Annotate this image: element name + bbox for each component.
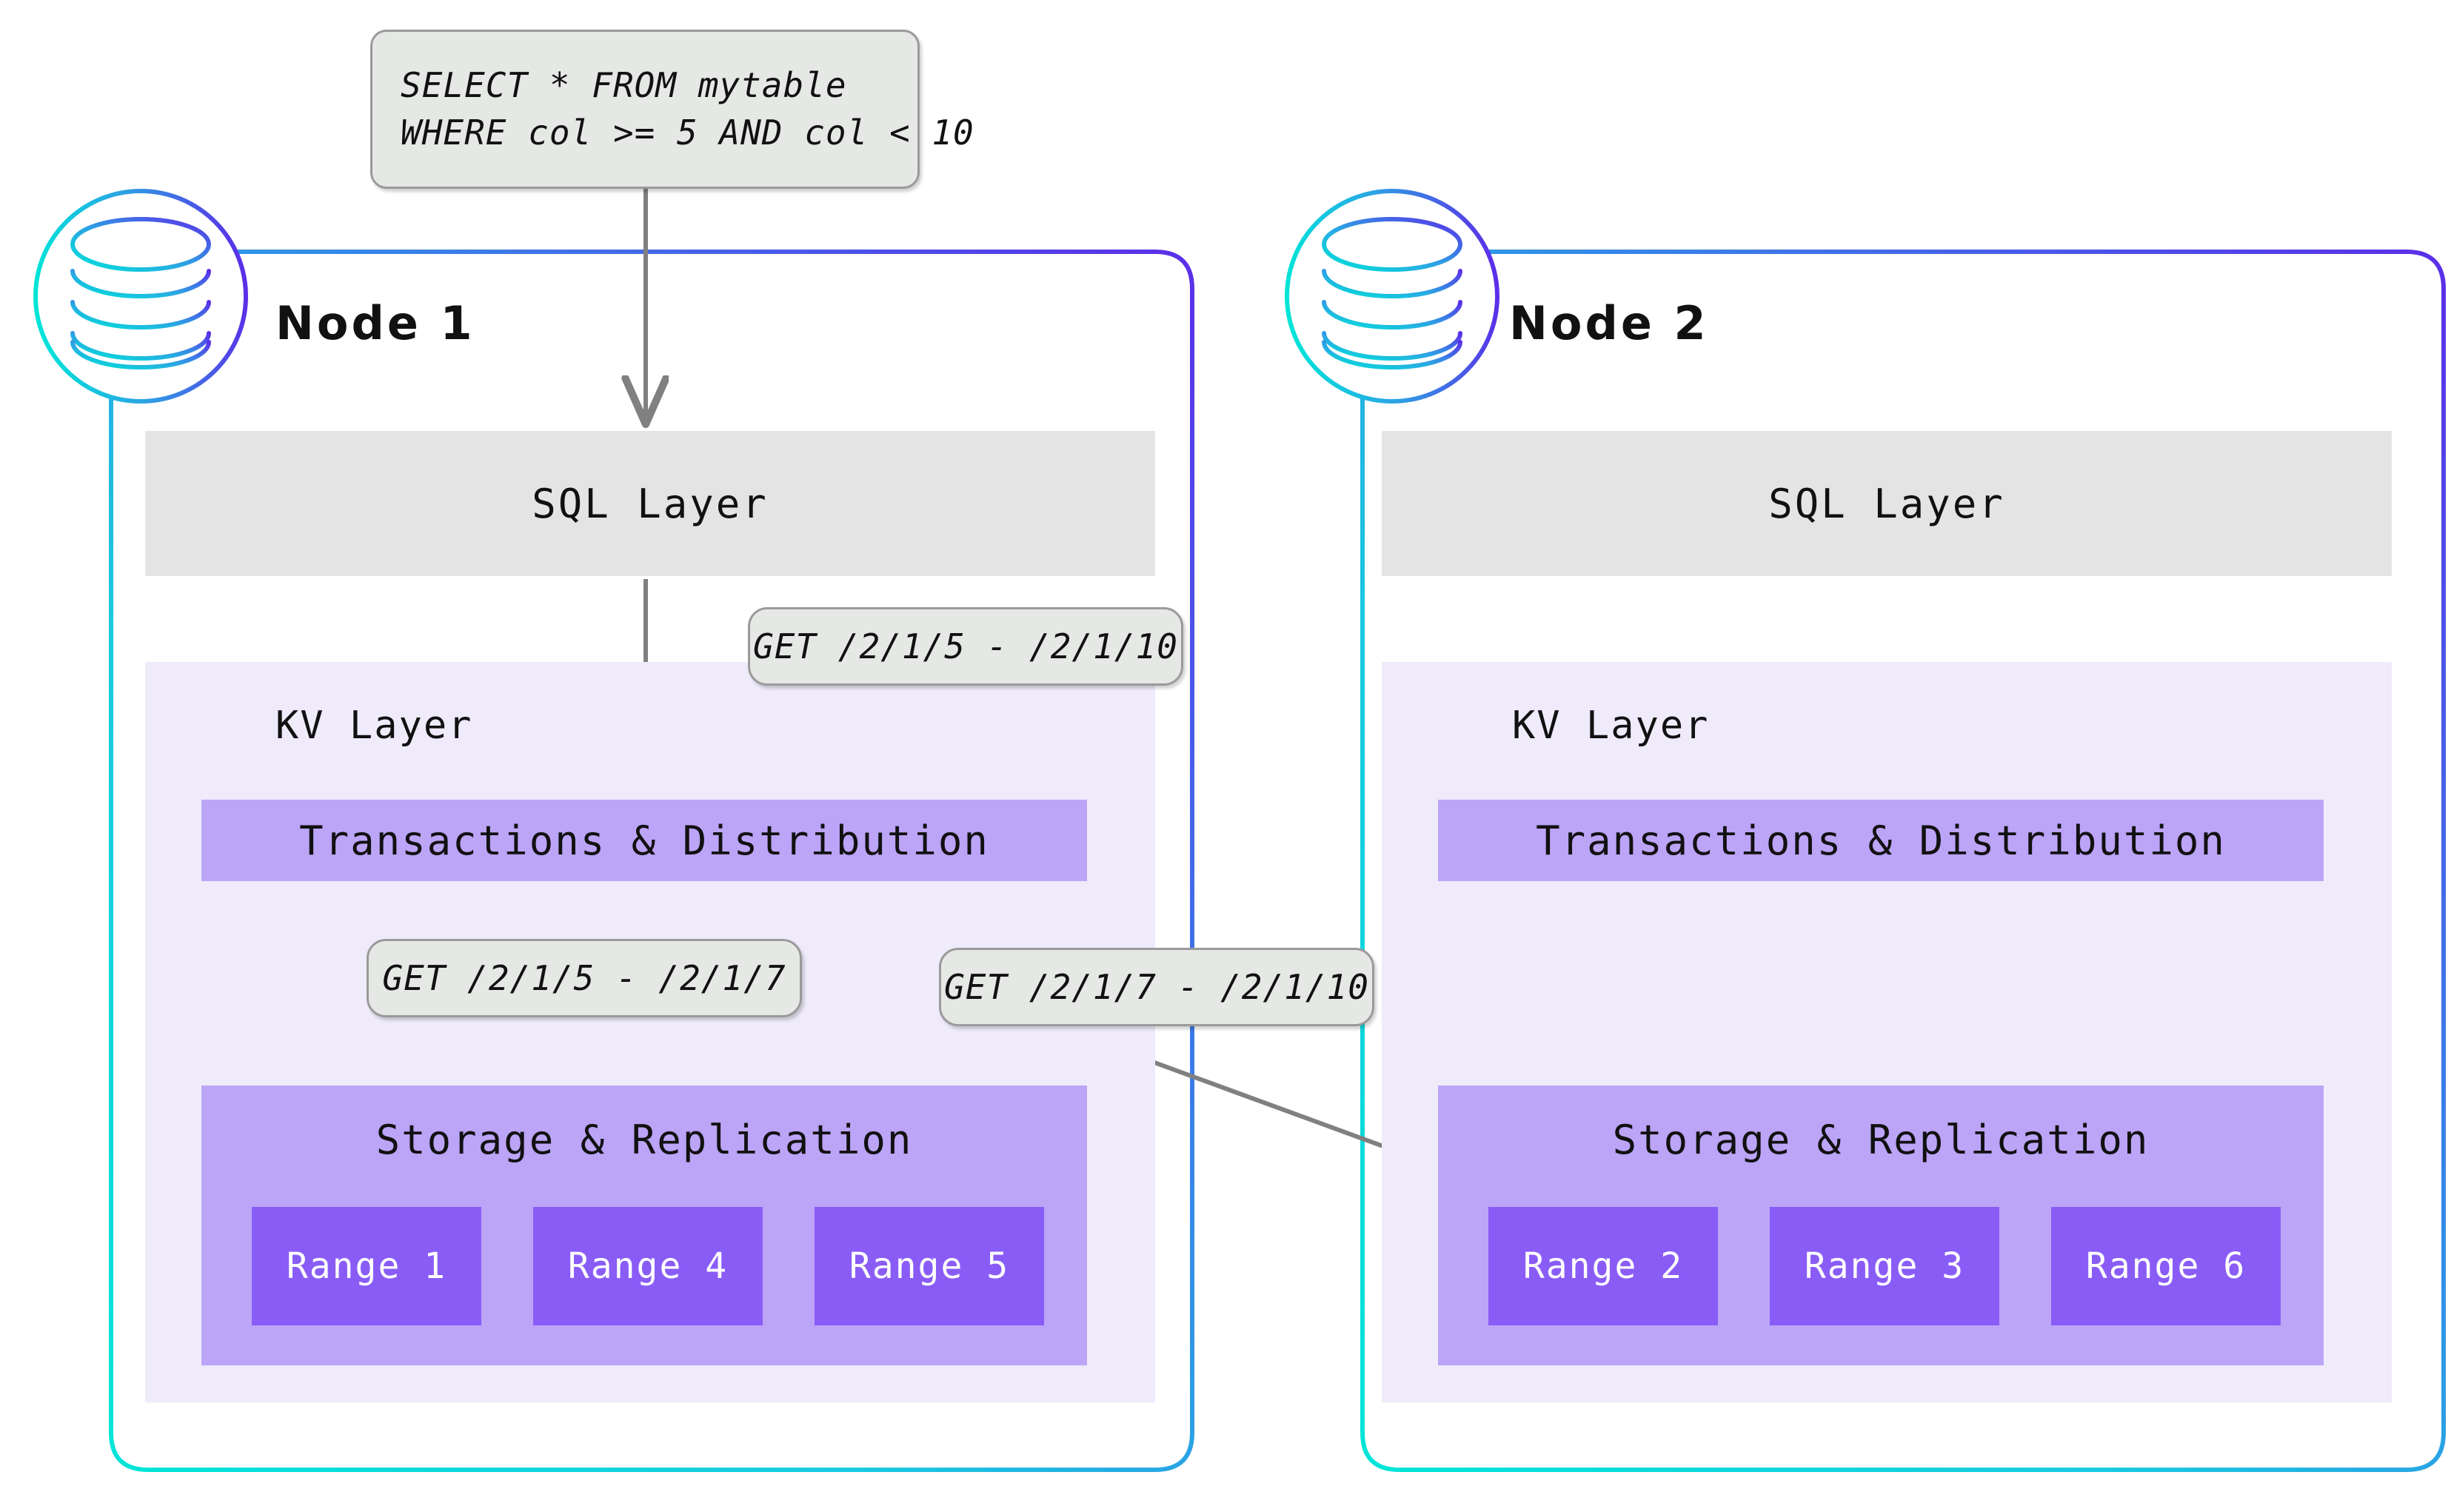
node-2-range-box-2: Range 6 (2051, 1207, 2281, 1325)
node-2-kv-layer-panel: KV Layer Transactions & Distribution Sto… (1382, 662, 2392, 1402)
node-1-storage-label: Storage & Replication (375, 1117, 913, 1163)
node-2-range-box-1: Range 3 (1770, 1207, 1999, 1325)
node-2-database-badge (1285, 189, 1499, 404)
sql-query-line-2: WHERE col >= 5 AND col < 10 (401, 112, 974, 153)
node-2-transactions-label: Transactions & Distribution (1536, 817, 2226, 864)
node-2-sql-layer: SQL Layer (1382, 431, 2392, 576)
database-cylinder-icon (1322, 217, 1462, 369)
callout-kv-request-text: GET /2/1/5 - /2/1/10 (753, 626, 1178, 666)
node-1-storage-box: Storage & Replication Range 1 Range 4 Ra… (201, 1086, 1087, 1365)
node-1-database-badge (33, 189, 248, 404)
node-2-label: Node 2 (1509, 296, 1709, 350)
node-2-range-box-0: Range 2 (1488, 1207, 1718, 1325)
callout-range-local-text: GET /2/1/5 - /2/1/7 (382, 958, 786, 998)
sql-query-card: SELECT * FROM mytable WHERE col >= 5 AND… (370, 30, 974, 189)
node-1-label: Node 1 (275, 296, 475, 350)
node-1-range-box-2: Range 5 (815, 1207, 1044, 1325)
sql-query-line-1: SELECT * FROM mytable (401, 65, 847, 106)
node-2-range-label-2: Range 6 (2085, 1245, 2247, 1287)
callout-kv-request: GET /2/1/5 - /2/1/10 (748, 607, 1183, 686)
node-1-sql-layer-label: SQL Layer (532, 480, 769, 527)
callout-range-local: GET /2/1/5 - /2/1/7 (367, 939, 802, 1017)
node-1-range-box-0: Range 1 (252, 1207, 481, 1325)
node-2-sql-layer-label: SQL Layer (1768, 480, 2005, 527)
callout-range-remote-text: GET /2/1/7 - /2/1/10 (944, 967, 1369, 1007)
callout-range-remote: GET /2/1/7 - /2/1/10 (939, 948, 1374, 1026)
node-2-kv-layer-label: KV Layer (1512, 703, 1710, 748)
node-1-kv-layer-label: KV Layer (275, 703, 473, 748)
node-2-outline (1360, 250, 2446, 1472)
node-1-sql-layer: SQL Layer (145, 431, 1155, 576)
node-2-transactions-box: Transactions & Distribution (1438, 800, 2324, 881)
node-1-outline (109, 250, 1194, 1472)
database-cylinder-icon (70, 217, 211, 369)
node-1-range-label-1: Range 4 (567, 1245, 729, 1287)
node-1-range-label-2: Range 5 (849, 1245, 1010, 1287)
node-1-range-box-1: Range 4 (533, 1207, 763, 1325)
node-2-storage-label: Storage & Replication (1612, 1117, 2150, 1163)
node-2-range-label-0: Range 2 (1522, 1245, 1684, 1287)
node-2-range-label-1: Range 3 (1804, 1245, 1965, 1287)
node-1-transactions-box: Transactions & Distribution (201, 800, 1087, 881)
node-1-kv-layer-panel: KV Layer Transactions & Distribution Sto… (145, 662, 1155, 1402)
node-1-transactions-label: Transactions & Distribution (299, 817, 989, 864)
node-2-storage-box: Storage & Replication Range 2 Range 3 Ra… (1438, 1086, 2324, 1365)
node-1-range-label-0: Range 1 (286, 1245, 447, 1287)
